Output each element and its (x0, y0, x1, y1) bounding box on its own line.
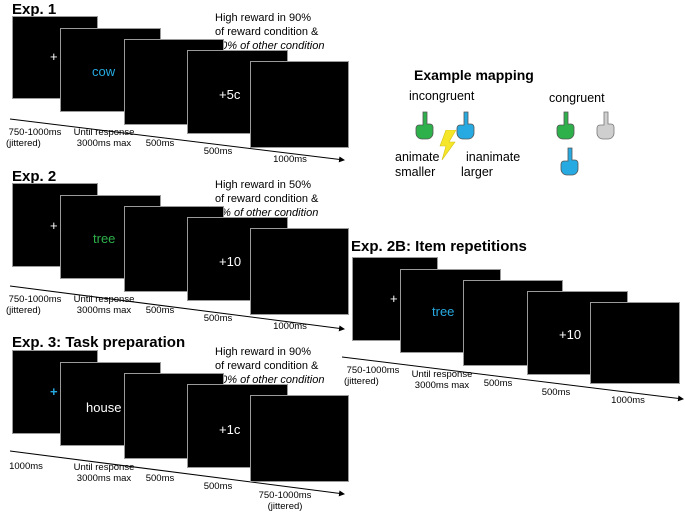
blue-hand-icon (560, 147, 579, 176)
exp1-note: High reward in 90% of reward condition &… (215, 12, 325, 52)
fixation-cross: + (50, 49, 58, 64)
exp2b-label-2: Until response 3000ms max (411, 369, 473, 391)
exp2-note: High reward in 50% of reward condition &… (215, 179, 319, 219)
exp1-label-5: 1000ms (273, 154, 307, 165)
mapping-incongruent-label: incongruent (409, 89, 475, 103)
mapping-larger-label: larger (461, 165, 493, 179)
exp2-label-1: 750-1000ms (jittered) (6, 294, 62, 316)
exp1-timeline (9, 118, 345, 163)
exp1-label-4: 500ms (203, 146, 233, 157)
fixation-cross: + (50, 384, 58, 399)
exp2b-end-screen (590, 302, 680, 384)
mapping-inanimate-label: inanimate (466, 150, 521, 164)
stimulus-word: house (86, 400, 122, 415)
stimulus-word: tree (432, 304, 455, 319)
exp3-note: High reward in 90% of reward condition &… (215, 346, 325, 386)
green-hand-icon (556, 111, 575, 140)
exp1-label-1: 750-1000ms (jittered) (6, 127, 62, 149)
gray-hand-icon (596, 111, 615, 140)
mapping-congruent-label: congruent (549, 91, 605, 105)
break-label: BREAK (340, 263, 350, 296)
exp2-label-5: 1000ms (273, 321, 307, 332)
exp3-label-3: 500ms (145, 473, 175, 484)
mapping-smaller-label: smaller (395, 165, 436, 179)
mapping-animate-label: animate (395, 150, 440, 164)
exp1-end-screen (250, 61, 349, 148)
exp3-label-1: 1000ms (9, 461, 43, 472)
exp3-timeline (9, 450, 345, 497)
exp2-end-screen (250, 228, 349, 315)
feedback-text: +10 (219, 254, 242, 269)
exp2-label-2: Until response 3000ms max (73, 294, 135, 316)
exp2b-label-5: 1000ms (611, 395, 645, 406)
exp3-label-5: 750-1000ms (jittered) (258, 490, 312, 512)
exp2-label-3: 500ms (145, 305, 175, 316)
mapping-title: Example mapping (414, 67, 534, 83)
exp3-label-4: 500ms (203, 481, 233, 492)
exp2-label-4: 500ms (203, 313, 233, 324)
feedback-text: +10 (559, 327, 582, 342)
blue-hand-icon (456, 111, 475, 140)
exp2-title: Exp. 2 (12, 168, 57, 185)
fixation-cross: + (50, 218, 58, 233)
fixation-cross: + (390, 291, 398, 306)
stimulus-word: tree (93, 231, 116, 246)
exp3-end-screen (250, 395, 349, 482)
stimulus-word: cow (92, 64, 116, 79)
exp2b-label-3: 500ms (483, 378, 513, 389)
exp1-label-2: Until response 3000ms max (73, 127, 135, 149)
exp3-title: Exp. 3: Task preparation (12, 334, 186, 351)
exp2-timeline (9, 285, 345, 332)
exp2b-label-4: 500ms (541, 387, 571, 398)
exp1-title: Exp. 1 (12, 1, 57, 18)
feedback-text: +1c (219, 422, 241, 437)
green-hand-icon (415, 111, 434, 140)
exp2b-label-1: 750-1000ms (jittered) (344, 365, 400, 387)
exp1-label-3: 500ms (145, 138, 175, 149)
lightning-icon (439, 130, 457, 160)
exp2b-timeline (341, 356, 684, 402)
feedback-text: +5c (219, 87, 241, 102)
exp2b-title: Exp. 2B: Item repetitions (351, 238, 527, 255)
exp3-label-2: Until response 3000ms max (73, 462, 135, 484)
